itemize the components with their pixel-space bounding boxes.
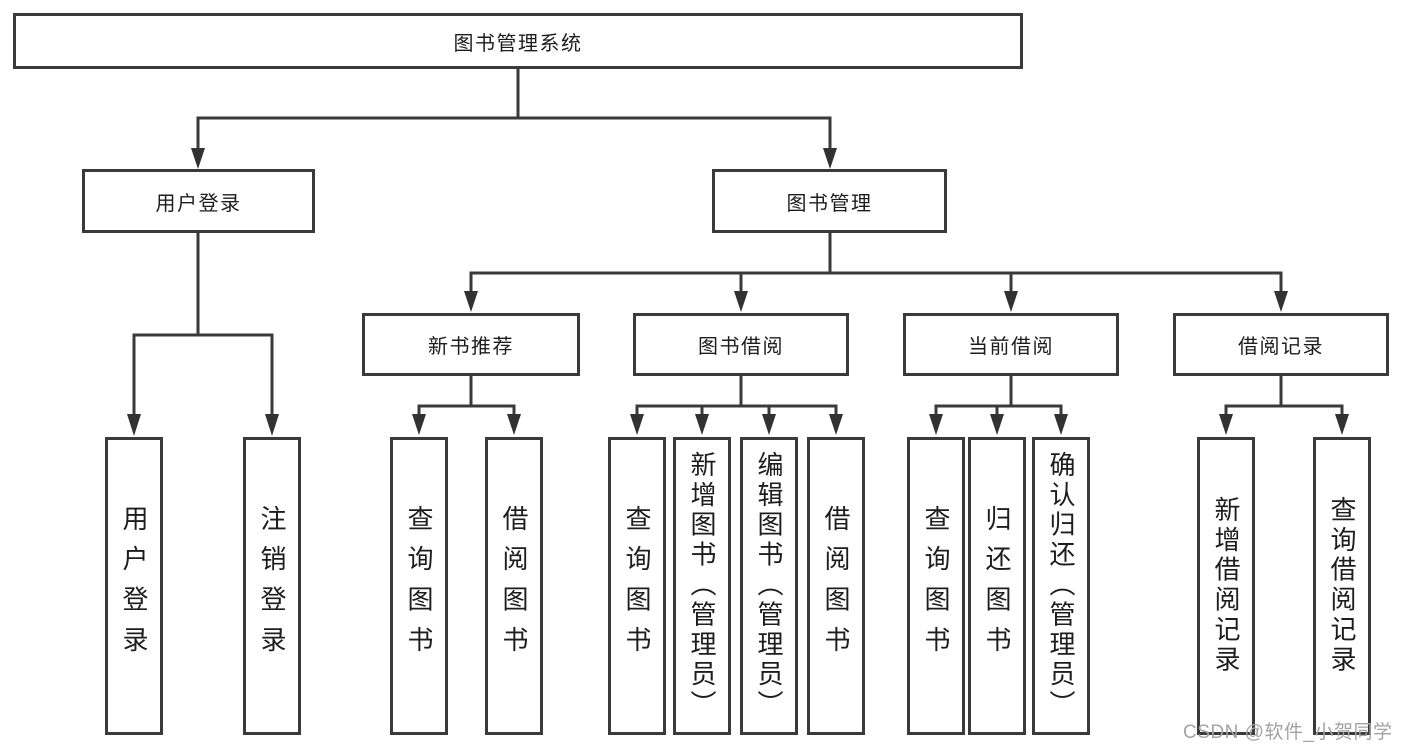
leaf-borrow-books: 借阅图书	[807, 437, 865, 735]
node-label: 借阅图书	[499, 505, 529, 667]
node-label: 查询图书	[622, 505, 652, 667]
node-label: 归还图书	[982, 505, 1012, 667]
leaf-logout-login: 注销登录	[243, 437, 301, 735]
node-label: 当前借阅	[968, 336, 1054, 358]
node-label: 确认归还（管理员）	[1046, 451, 1076, 721]
leaf-add-books-admin: 新增图书（管理员）	[673, 437, 731, 735]
node-label: 用户登录	[119, 505, 149, 667]
node-label: 借阅图书	[821, 505, 851, 667]
node-label: 查询图书	[921, 505, 951, 667]
leaf-borrow-books-recommend: 借阅图书	[485, 437, 543, 735]
node-label: 查询借阅记录	[1327, 496, 1357, 676]
node-label: 图书管理系统	[453, 32, 583, 55]
node-label: 借阅记录	[1238, 336, 1324, 358]
node-label: 图书管理	[786, 192, 873, 215]
leaf-query-borrow-record: 查询借阅记录	[1313, 437, 1371, 735]
leaf-query-books-current: 查询图书	[907, 437, 965, 735]
node-label: 新增图书（管理员）	[687, 451, 717, 721]
leaf-return-books: 归还图书	[968, 437, 1026, 735]
node-borrow-records: 借阅记录	[1173, 313, 1389, 376]
leaf-confirm-return-admin: 确认归还（管理员）	[1032, 437, 1090, 735]
leaf-query-books-borrow: 查询图书	[608, 437, 666, 735]
node-library-management-system: 图书管理系统	[13, 13, 1023, 69]
node-book-borrow: 图书借阅	[633, 313, 849, 376]
leaf-add-borrow-record: 新增借阅记录	[1197, 437, 1255, 735]
node-label: 用户登录	[155, 192, 242, 215]
node-label: 图书借阅	[698, 336, 784, 358]
node-label: 新增借阅记录	[1211, 496, 1241, 676]
leaf-query-books-recommend: 查询图书	[390, 437, 448, 735]
node-user-login: 用户登录	[82, 169, 315, 233]
node-book-management: 图书管理	[712, 169, 947, 233]
node-label: 查询图书	[404, 505, 434, 667]
leaf-user-login: 用户登录	[105, 437, 163, 735]
node-current-borrow: 当前借阅	[903, 313, 1119, 376]
node-label: 新书推荐	[428, 336, 514, 358]
node-label: 注销登录	[257, 505, 287, 667]
node-label: 编辑图书（管理员）	[754, 451, 784, 721]
node-new-book-recommend: 新书推荐	[362, 313, 580, 376]
leaf-edit-books-admin: 编辑图书（管理员）	[740, 437, 798, 735]
watermark: CSDN @软件_小贺同学	[1183, 722, 1393, 743]
